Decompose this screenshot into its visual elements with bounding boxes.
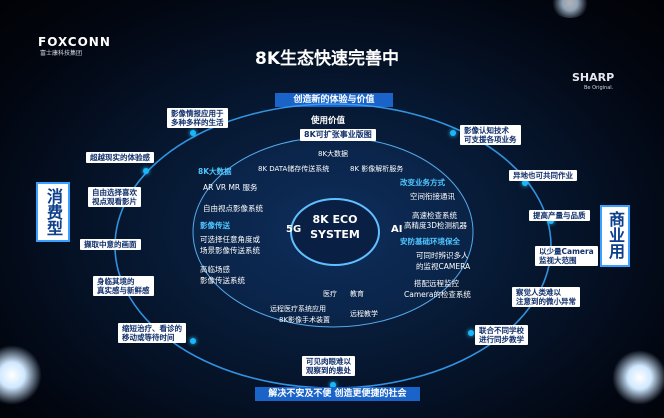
box-line: 观察到的患处 — [306, 366, 351, 375]
right-remote-monitor2: Camera的检查系统 — [404, 290, 471, 299]
box-line: 察觉人类难以 — [516, 288, 561, 297]
box-line: 影像情报应用于 — [171, 109, 224, 118]
right-security-camera: 的监视CAMERA — [416, 262, 471, 271]
eco-system-line2: SYSTEM — [310, 228, 360, 241]
stage-light-right — [612, 350, 664, 405]
big-data-label: 8K大数据 — [318, 150, 349, 158]
remote-teaching: 远程教学 — [350, 310, 378, 318]
right-box-anomaly: 察觉人类难以注意到的微小异常 — [512, 287, 580, 307]
data-analysis-label: 8K 影像解析服务 — [350, 165, 404, 173]
usage-value-title: 使用价值 — [311, 116, 346, 126]
ring-dot — [522, 180, 528, 186]
right-security-multi: 可同时辨识多人 — [416, 251, 469, 260]
box-line: 异地也可共同作业 — [513, 171, 573, 180]
box-line: 注意到的微小异常 — [516, 297, 576, 306]
box-line: 影像认知技术 — [464, 126, 509, 135]
right-remote-monitor: 搭配远程监控 — [414, 279, 459, 288]
data-storage-label: 8K DATA储存传送系统 — [258, 165, 330, 173]
right-security-heading: 安防基础环境保全 — [400, 237, 460, 246]
left-box-viewpoint: 自由选择喜欢视点观看影片 — [88, 187, 141, 207]
box-line: 身临其境的 — [97, 277, 135, 286]
box-line: 多种多样的生活 — [171, 118, 224, 127]
left-venue: 高临场感 — [200, 265, 230, 274]
box-line: 进行同步教学 — [479, 335, 524, 344]
left-box-immersive: 身临其境的真实感与新鲜感 — [93, 276, 154, 296]
box-line: 真实感与新鲜感 — [97, 286, 150, 295]
right-box-recognition: 影像认知技术可支援各项业务 — [460, 125, 521, 145]
left-box-capture: 撷取中意的画面 — [80, 239, 141, 250]
top-banner: 创造新的体验与价值 — [275, 93, 393, 107]
business-panel: 商业用 — [600, 205, 630, 267]
box-line: 缩短治疗、看诊的 — [122, 324, 182, 333]
box-line: 监视大范围 — [539, 256, 577, 265]
box-line: 撷取中意的画面 — [84, 240, 137, 249]
left-remote-angle: 可选择任意角度或 — [200, 235, 260, 244]
ring-dot — [468, 330, 474, 336]
left-ar-vr-mr: AR VR MR 服务 — [203, 183, 258, 192]
bottom-banner: 解决不安及不便 创造更便捷的社会 — [255, 387, 420, 401]
ring-dot — [450, 130, 456, 136]
right-space-comm: 空间衔接通讯 — [410, 192, 455, 201]
right-business-heading: 改变业务方式 — [400, 178, 445, 187]
ring-dot — [190, 338, 196, 344]
consumer-panel: 消费型 — [36, 182, 70, 242]
ring-dot — [330, 382, 336, 388]
business-label: 商业用 — [606, 211, 625, 259]
left-video-heading: 影像传送 — [200, 221, 230, 230]
expansion-box: 8K可扩张事业版图 — [300, 129, 376, 141]
ring-dot — [190, 130, 196, 136]
left-big-data-heading: 8K大数据 — [198, 167, 232, 176]
ring-dot — [548, 218, 554, 224]
right-box-education: 联合不同学校进行同步教学 — [475, 325, 528, 345]
bottom-box-diagnosis: 可见肉眼难以观察到的患处 — [302, 356, 355, 376]
medical-label: 医疗 — [323, 290, 337, 298]
eco-system-line1: 8K ECO — [312, 213, 358, 226]
box-line: 视点观看影片 — [92, 197, 137, 206]
right-box-quality: 提高产量与品质 — [529, 210, 590, 221]
slide-title: 8K生态快速完善中 — [255, 49, 400, 69]
box-line: 自由选择喜欢 — [92, 188, 137, 197]
right-inspection: 高速检查系统 — [412, 211, 457, 220]
ai-badge: AI — [391, 224, 403, 235]
5g-badge: 5G — [286, 224, 302, 235]
box-line: 提高产量与品质 — [533, 211, 586, 220]
foxconn-logo: FOXCONN — [38, 35, 111, 49]
left-remote-angle2: 场景影像传送系统 — [200, 246, 260, 255]
box-line: 以少量Camera — [539, 247, 594, 256]
right-inspection2: 高精度3D检测机器 — [404, 221, 468, 230]
left-free-viewpoint: 自由视点影像系统 — [203, 204, 263, 213]
consumer-label: 消费型 — [44, 188, 63, 236]
left-venue2: 影像传送系统 — [200, 276, 245, 285]
left-box-info: 影像情报应用于多种多样的生活 — [167, 108, 228, 128]
remote-medical-device: 8K影像手术装置 — [279, 316, 331, 324]
box-line: 移动或等待时间 — [122, 333, 175, 342]
box-line: 可见肉眼难以 — [306, 357, 351, 366]
sharp-logo: SHARP — [572, 71, 615, 84]
left-box-experience: 超越现实的体验感 — [86, 152, 154, 163]
remote-medical-system: 远程医疗系统应用 — [270, 305, 326, 313]
box-line: 联合不同学校 — [479, 326, 524, 335]
right-box-remote-work: 异地也可共同作业 — [509, 170, 577, 181]
education-label: 教育 — [350, 290, 364, 298]
box-line: 可支援各项业务 — [464, 135, 517, 144]
left-box-medical: 缩短治疗、看诊的移动或等待时间 — [118, 323, 186, 343]
box-line: 超越现实的体验感 — [90, 153, 150, 162]
foxconn-logo-sub: 富士康科技集团 — [40, 50, 83, 57]
ceiling-light — [550, 0, 590, 18]
sharp-logo-sub: Be Original. — [584, 85, 614, 91]
ring-dot — [143, 168, 149, 174]
